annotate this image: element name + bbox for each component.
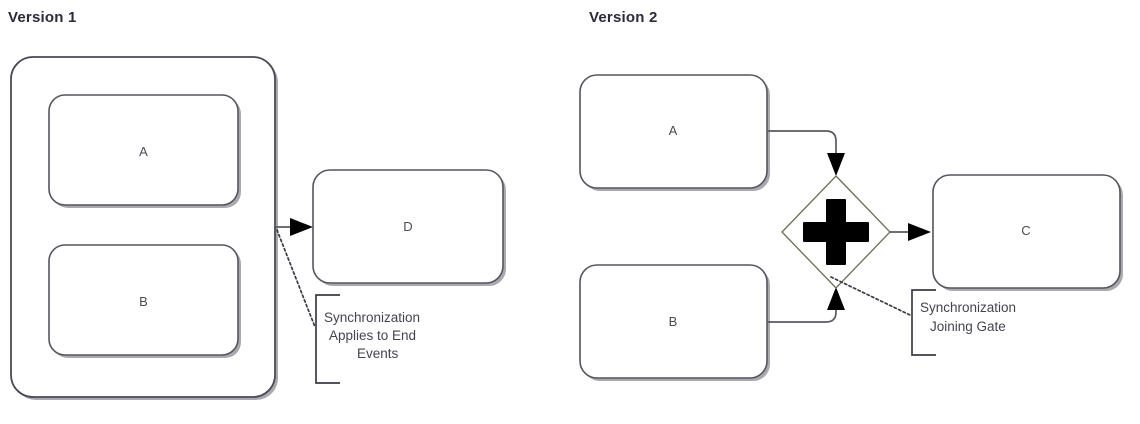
annotation-v2-line-2: Joining Gate bbox=[930, 319, 1006, 334]
annotation-text-v2: Synchronization Joining Gate bbox=[920, 300, 1016, 334]
annotation-text-v1: Synchronization Applies to End Events bbox=[324, 310, 420, 361]
task-b-v1-body bbox=[48, 244, 239, 356]
annotation-bracket-v2 bbox=[911, 289, 936, 356]
annotation-v1-line-2: Applies to End bbox=[329, 328, 416, 343]
plus-icon bbox=[803, 199, 869, 265]
task-a-v2[interactable]: A bbox=[579, 74, 770, 191]
flow-gateway-to-c bbox=[890, 223, 931, 241]
task-c-v2-body bbox=[932, 174, 1121, 289]
version-1-title: Version 1 bbox=[8, 9, 77, 26]
task-c-v2-label: C bbox=[1021, 223, 1030, 238]
annotation-v2-line-1: Synchronization bbox=[920, 300, 1016, 315]
flow-gateway-to-c-arrowhead bbox=[908, 223, 931, 241]
parallel-join-gateway[interactable] bbox=[781, 175, 891, 289]
task-d-v1-label: D bbox=[403, 219, 412, 234]
task-d-v1[interactable]: D bbox=[312, 169, 506, 286]
annotation-bracket-v1 bbox=[315, 294, 340, 384]
annotation-v1-line-1: Synchronization bbox=[324, 310, 420, 325]
version-2-title: Version 2 bbox=[589, 9, 658, 26]
version-2-group: Version 2 A B bbox=[579, 9, 1123, 381]
task-b-v2-label: B bbox=[669, 314, 678, 329]
task-b-v2[interactable]: B bbox=[579, 264, 770, 381]
annotation-leader-v1 bbox=[276, 229, 316, 328]
task-b-v1[interactable]: B bbox=[48, 244, 241, 358]
flow-b-to-gateway-line bbox=[767, 306, 837, 323]
flow-container-to-d bbox=[276, 218, 313, 236]
flow-container-to-d-arrowhead bbox=[290, 218, 313, 236]
task-c-v2[interactable]: C bbox=[932, 174, 1123, 291]
task-a-v1-label: A bbox=[139, 144, 148, 159]
task-d-v1-body bbox=[312, 169, 504, 284]
flow-a-to-gateway-line bbox=[767, 130, 837, 158]
version-1-group: Version 1 A B bbox=[8, 9, 506, 400]
annotation-v1-line-3: Events bbox=[357, 346, 399, 361]
flow-b-to-gateway bbox=[767, 287, 845, 323]
task-a-v1[interactable]: A bbox=[48, 94, 241, 208]
annotation-leader-v2 bbox=[830, 276, 913, 317]
flow-a-to-gateway-arrowhead bbox=[827, 153, 845, 176]
task-a-v2-label: A bbox=[669, 123, 678, 138]
task-a-v1-body bbox=[48, 94, 239, 206]
flow-b-to-gateway-arrowhead bbox=[827, 287, 845, 310]
task-b-v1-label: B bbox=[139, 294, 148, 309]
flow-a-to-gateway bbox=[767, 130, 845, 176]
